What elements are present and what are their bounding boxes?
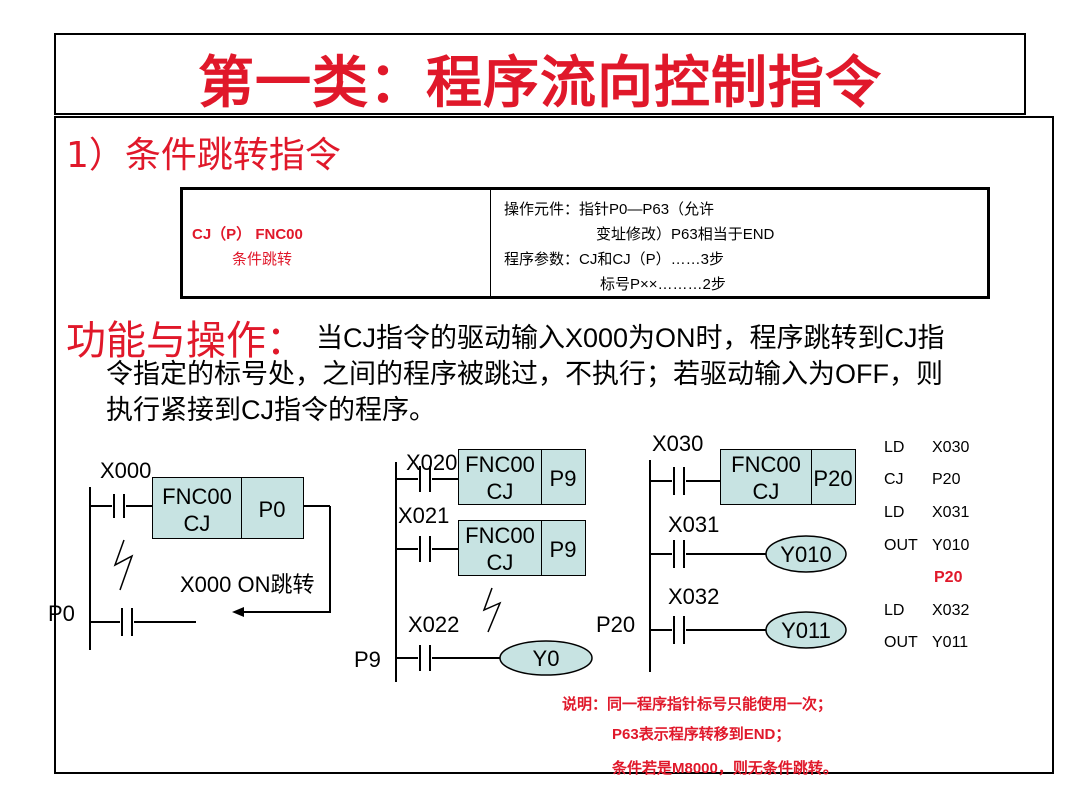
d3-label-p20: P20 xyxy=(596,612,636,637)
spec-divider xyxy=(490,187,491,299)
mnemonic-op-7: OUT xyxy=(884,634,918,651)
d3-coil-y011 xyxy=(765,611,847,649)
instruction-name: CJ（P） FNC00 xyxy=(192,226,303,243)
content-frame xyxy=(54,116,1054,774)
d2-break-mark xyxy=(482,587,502,633)
mnemonic-label-p20: P20 xyxy=(934,569,963,586)
mnemonic-arg-2: P20 xyxy=(932,471,961,488)
d3-box-divider xyxy=(811,450,812,504)
d3-contact-label-2: X031 xyxy=(668,512,720,537)
d2-cj2-label: CJ xyxy=(486,550,514,575)
function-line-2: 令指定的标号处，之间的程序被跳过，不执行；若驱动输入为OFF，则 xyxy=(106,359,943,389)
d3-cj-box: FNC00 CJ P20 xyxy=(720,449,856,505)
d2-p1-label: P9 xyxy=(549,466,577,491)
d1-cj-label: CJ xyxy=(183,511,211,536)
d2-contact-label-2: X021 xyxy=(398,503,450,528)
d1-box-divider xyxy=(241,478,242,538)
d3-pointer-label: P20 xyxy=(813,466,853,491)
spec-line-2: 变址修改）P63相当于END xyxy=(596,226,775,243)
mnemonic-arg-3: X031 xyxy=(932,504,970,521)
d2-cj-box-2: FNC00 CJ P9 xyxy=(458,520,586,576)
d1-cj-box: FNC00 CJ P0 xyxy=(152,477,304,539)
note-line-3: 条件若是M8000，则无条件跳转。 xyxy=(612,760,838,777)
title-frame xyxy=(54,33,1026,115)
d2-box1-divider xyxy=(541,450,542,504)
mnemonic-arg-1: X030 xyxy=(932,439,970,456)
spec-line-3: 程序参数：CJ和CJ（P）……3步 xyxy=(504,251,725,268)
function-line-1: 当CJ指令的驱动输入X000为ON时，程序跳转到CJ指 xyxy=(316,323,945,353)
d2-coil-label: Y0 xyxy=(532,646,560,671)
mnemonic-op-4: OUT xyxy=(884,537,918,554)
d3-coil1-label: Y010 xyxy=(780,542,832,567)
d2-fnc1-label: FNC00 xyxy=(465,452,535,477)
d2-label-p9: P9 xyxy=(354,647,381,672)
d2-p2-label: P9 xyxy=(549,537,577,562)
d2-cj-box-1: FNC00 CJ P9 xyxy=(458,449,586,505)
d3-coil2-label: Y011 xyxy=(781,618,831,643)
d3-contact-label-3: X032 xyxy=(668,584,720,609)
d2-contact-label-3: X022 xyxy=(408,612,460,637)
d1-arrow-head xyxy=(232,607,244,617)
d2-contact-label-1: X020 xyxy=(406,450,458,475)
d1-jump-arrow-line xyxy=(236,506,331,613)
d3-fnc-label: FNC00 xyxy=(731,452,801,477)
function-heading: 功能与操作： xyxy=(66,318,306,364)
d2-fnc2-label: FNC00 xyxy=(465,523,535,548)
note-line-1: 说明：同一程序指针标号只能使用一次； xyxy=(562,696,833,713)
d2-box2-divider xyxy=(541,521,542,575)
spec-line-4: 标号P××………2步 xyxy=(600,276,726,293)
function-line-3: 执行紧接到CJ指令的程序。 xyxy=(106,395,436,425)
mnemonic-op-3: LD xyxy=(884,504,905,521)
mnemonic-op-2: CJ xyxy=(884,471,904,488)
d1-contact-label: X000 xyxy=(100,458,152,483)
instruction-spec-table xyxy=(180,187,990,299)
mnemonic-arg-7: Y011 xyxy=(932,634,969,651)
section-heading: 1）条件跳转指令 xyxy=(66,135,341,176)
note-line-2: P63表示程序转移到END； xyxy=(612,726,791,743)
mnemonic-op-1: LD xyxy=(884,439,905,456)
d3-cj-label: CJ xyxy=(752,479,780,504)
d1-jump-note: X000 ON跳转 xyxy=(180,572,315,597)
d1-fnc-label: FNC00 xyxy=(162,484,232,509)
mnemonic-op-6: LD xyxy=(884,602,905,619)
d1-label-p0: P0 xyxy=(48,601,75,626)
d2-coil-y0 xyxy=(499,640,593,676)
mnemonic-arg-6: X032 xyxy=(932,602,970,619)
d3-coil-y010 xyxy=(765,535,847,573)
d1-pointer-label: P0 xyxy=(258,497,286,522)
mnemonic-arg-4: Y010 xyxy=(932,537,970,554)
d1-break-mark xyxy=(113,539,134,591)
instruction-desc: 条件跳转 xyxy=(232,251,293,268)
d3-contact-label-1: X030 xyxy=(652,431,704,456)
d2-cj1-label: CJ xyxy=(486,479,514,504)
page-title: 第一类：程序流向控制指令 xyxy=(198,51,882,116)
spec-line-1: 操作元件：指针P0—P63（允许 xyxy=(504,201,715,218)
